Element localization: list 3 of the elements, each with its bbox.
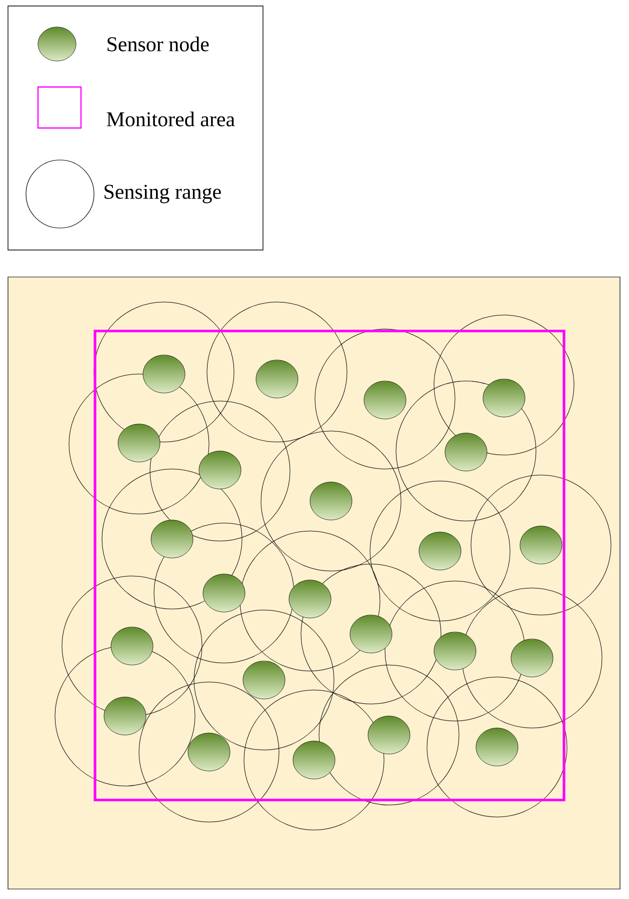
legend-label: Monitored area bbox=[106, 112, 235, 126]
legend-label: Sensing range bbox=[104, 184, 221, 204]
legend-label: Sensor node bbox=[108, 36, 209, 52]
